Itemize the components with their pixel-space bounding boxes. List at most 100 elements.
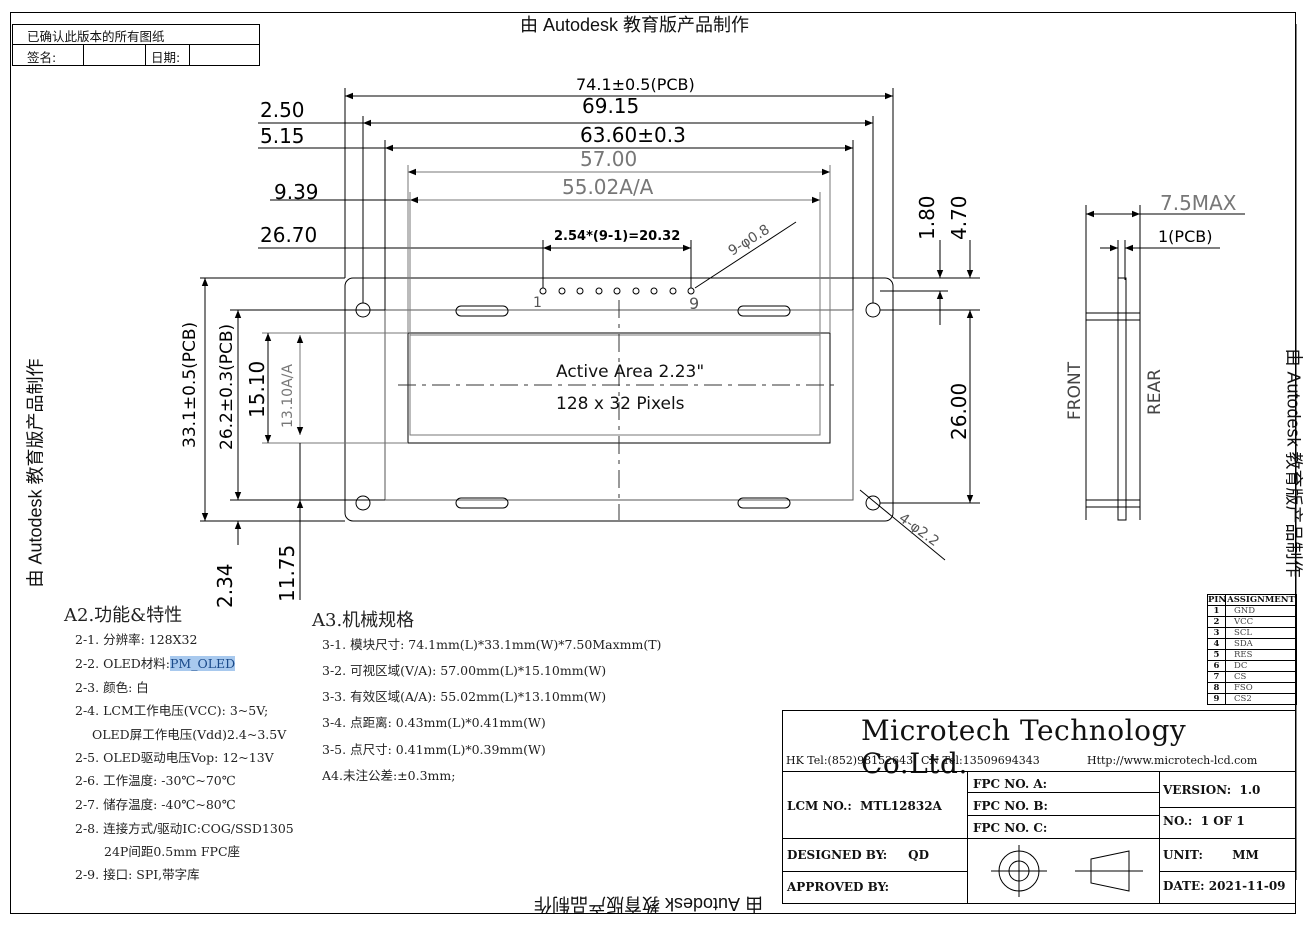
dim-pin-holes: 9-φ0.8 bbox=[726, 222, 773, 260]
fpc-a: FPC NO. A: bbox=[973, 777, 1048, 791]
a2-item-2: 2-2. OLED材料:PM_OLED bbox=[75, 656, 236, 671]
dim-va-height: 15.10 bbox=[245, 361, 269, 418]
pin-row: 3 SCL bbox=[1208, 628, 1296, 639]
a2-item-5: 2-5. OLED驱动电压Vop: 12~13V bbox=[75, 750, 274, 765]
a3-item-5: 3-5. 点尺寸: 0.41mm(L)*0.39mm(W) bbox=[322, 742, 546, 757]
pin-number: 7 bbox=[1208, 672, 1226, 682]
dim-180: 1.80 bbox=[915, 195, 939, 240]
approval-date: 日期: bbox=[151, 50, 181, 65]
pin-signal: CS bbox=[1234, 672, 1247, 682]
a2-title: A2.功能&特性 bbox=[64, 605, 183, 626]
pin-number: 8 bbox=[1208, 683, 1226, 693]
pin-signal: FSO bbox=[1234, 683, 1253, 693]
dim-holes: 4-φ2.2 bbox=[896, 510, 942, 550]
dim-pitch: 2.54*(9-1)=20.32 bbox=[554, 229, 680, 244]
pin-signal: CS2 bbox=[1234, 694, 1252, 704]
projection-symbol-icon bbox=[991, 845, 1143, 897]
website: Http://www.microtech-lcd.com bbox=[1087, 754, 1258, 767]
dim-470: 4.70 bbox=[947, 195, 971, 240]
pin-header: PIN bbox=[1208, 595, 1227, 605]
hk-tel: HK Tel:(852)98152643 bbox=[786, 754, 914, 767]
assignment-header: ASSIGNMENT bbox=[1227, 595, 1295, 605]
dim-1175: 11.75 bbox=[275, 545, 299, 602]
a3-item-6: A4.未注公差:±0.3mm; bbox=[322, 768, 456, 783]
pin-row: 7 CS bbox=[1208, 672, 1296, 683]
pin-signal: SCL bbox=[1234, 628, 1252, 638]
pin-number: 3 bbox=[1208, 628, 1226, 638]
fpc-b: FPC NO. B: bbox=[973, 799, 1048, 813]
fpc-c: FPC NO. C: bbox=[973, 821, 1048, 835]
pin-signal: GND bbox=[1234, 606, 1256, 616]
a3-title: A3.机械规格 bbox=[312, 610, 415, 631]
pin-row: 1 GND bbox=[1208, 606, 1296, 617]
a2-item-4b: OLED屏工作电压(Vdd)2.4~3.5V bbox=[92, 727, 287, 742]
dim-off-939: 9.39 bbox=[274, 180, 319, 204]
dim-off-515: 5.15 bbox=[260, 124, 305, 148]
mount-hole-tr bbox=[865, 302, 881, 318]
oled-material-highlight: PM_OLED bbox=[169, 656, 236, 671]
a2-item-8b: 24P间距0.5mm FPC座 bbox=[104, 844, 241, 859]
dim-234: 2.34 bbox=[213, 563, 237, 608]
a2-item-4: 2-4. LCM工作电压(VCC): 3~5V; bbox=[75, 703, 269, 718]
a2-item-9: 2-9. 接口: SPI,带字库 bbox=[75, 867, 200, 882]
a3-item-1: 3-1. 模块尺寸: 74.1mm(L)*33.1mm(W)*7.50Maxmm… bbox=[322, 637, 662, 652]
pin-row: 8 FSO bbox=[1208, 683, 1296, 694]
a3-item-3: 3-3. 有效区域(A/A): 55.02mm(L)*13.10mm(W) bbox=[322, 689, 607, 704]
active-area-line1: Active Area 2.23" bbox=[556, 362, 704, 382]
sheet-no: NO.: 1 OF 1 bbox=[1163, 814, 1245, 828]
pin-signal: VCC bbox=[1234, 617, 1254, 627]
approval-sign: 签名: bbox=[27, 50, 57, 65]
pin-number: 2 bbox=[1208, 617, 1226, 627]
dim-off-250: 2.50 bbox=[260, 98, 305, 122]
approved-by: APPROVED BY: bbox=[787, 880, 890, 894]
dim-aa-height: 13.10A/A bbox=[280, 364, 296, 428]
dim-va-width: 57.00 bbox=[580, 147, 637, 171]
label-rear: REAR bbox=[1145, 369, 1165, 415]
drawing-date: DATE: 2021-11-09 bbox=[1163, 879, 1286, 893]
dim-off-2670: 26.70 bbox=[260, 223, 317, 247]
approval-confirm: 已确认此版本的所有图纸 bbox=[27, 29, 165, 44]
approval-box: 已确认此版本的所有图纸 签名: 日期: bbox=[12, 24, 260, 66]
mount-hole-bl bbox=[355, 495, 371, 511]
company-name: Microtech Technology Co.Ltd. bbox=[861, 714, 1187, 780]
dim-pcb-height: 33.1±0.5(PCB) bbox=[180, 322, 200, 448]
dim-t-pcb: 1(PCB) bbox=[1158, 227, 1212, 246]
pin-number: 9 bbox=[1208, 694, 1226, 704]
dim-module-width: 69.15 bbox=[582, 94, 639, 118]
dim-t-max: 7.5MAX bbox=[1160, 191, 1237, 215]
pin-signal: RES bbox=[1234, 650, 1253, 660]
pin-signal: SDA bbox=[1234, 639, 1253, 649]
dim-pcb-width: 74.1±0.5(PCB) bbox=[576, 75, 695, 94]
side-view bbox=[1085, 205, 1245, 521]
a2-item-8: 2-8. 连接方式/驱动IC:COG/SSD1305 bbox=[75, 821, 294, 836]
pin-row: 2 VCC bbox=[1208, 617, 1296, 628]
a2-item-3: 2-3. 颜色: 白 bbox=[75, 680, 149, 695]
a2-item-7: 2-7. 储存温度: -40℃~80℃ bbox=[75, 797, 236, 812]
pin-row: 5 RES bbox=[1208, 650, 1296, 661]
pin-number: 1 bbox=[1208, 606, 1226, 616]
mount-hole-br bbox=[865, 495, 881, 511]
pin-holes bbox=[539, 287, 695, 295]
pcb-outline bbox=[344, 277, 894, 522]
watermark-top: 由 Autodesk 教育版产品制作 bbox=[520, 15, 750, 35]
dim-view-width: 63.60±0.3 bbox=[580, 123, 686, 147]
a2-item-6: 2-6. 工作温度: -30℃~70℃ bbox=[75, 773, 236, 788]
pin-last-label: 9 bbox=[689, 294, 699, 313]
designed-by: DESIGNED BY: QD bbox=[787, 848, 929, 862]
a3-item-2: 3-2. 可视区域(V/A): 57.00mm(L)*15.10mm(W) bbox=[322, 663, 607, 678]
pin-row: 4 SDA bbox=[1208, 639, 1296, 650]
dim-2600: 26.00 bbox=[947, 383, 971, 440]
active-area-line2: 128 x 32 Pixels bbox=[556, 394, 685, 414]
cn-tel: CN Tel:13509694343 bbox=[921, 754, 1040, 767]
pin-number: 6 bbox=[1208, 661, 1226, 671]
lcm-no: LCM NO.: MTL12832A bbox=[787, 799, 942, 813]
a3-item-4: 3-4. 点距离: 0.43mm(L)*0.41mm(W) bbox=[322, 715, 546, 730]
dim-aa-width: 55.02A/A bbox=[562, 175, 654, 199]
pin-first-label: 1 bbox=[533, 295, 542, 311]
pin-number: 5 bbox=[1208, 650, 1226, 660]
pin-number: 4 bbox=[1208, 639, 1226, 649]
version: VERSION: 1.0 bbox=[1163, 783, 1261, 797]
dim-module-height: 26.2±0.3(PCB) bbox=[217, 324, 237, 450]
